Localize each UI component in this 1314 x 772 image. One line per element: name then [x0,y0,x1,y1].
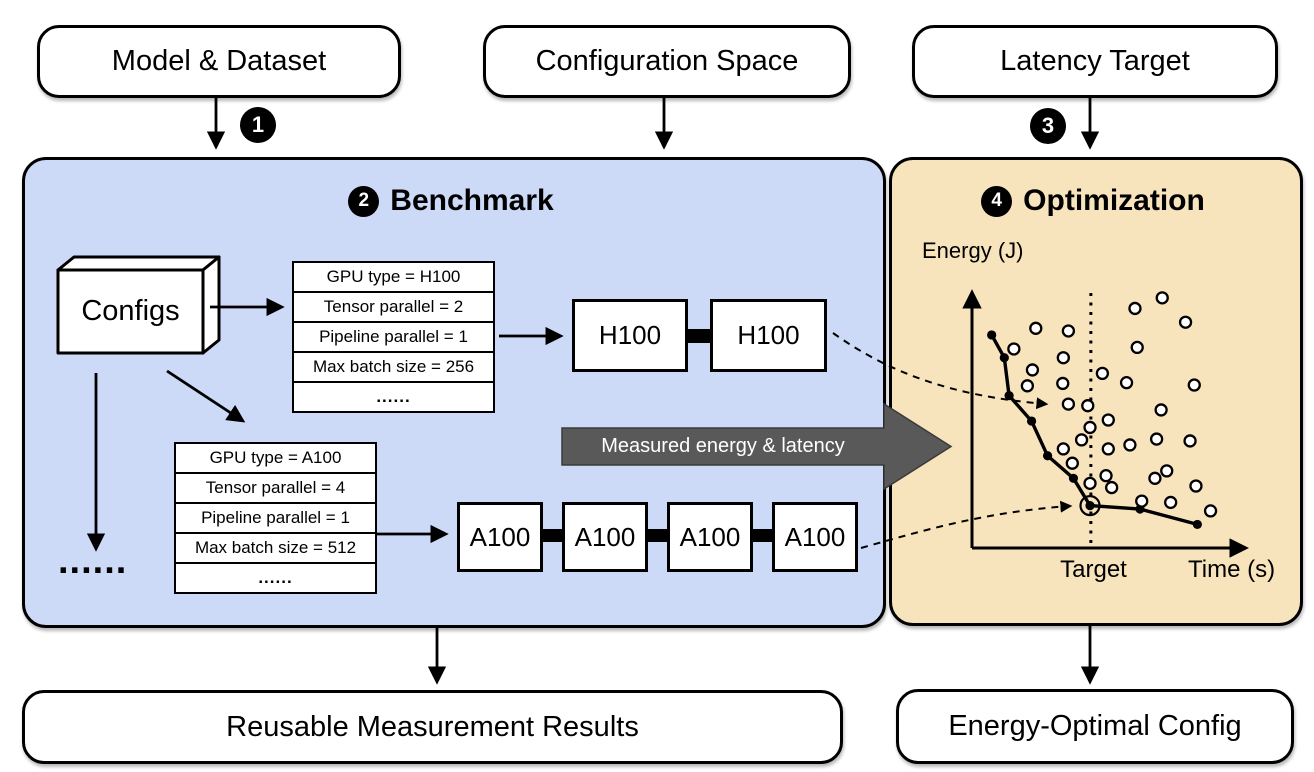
candidate-point [1029,321,1043,335]
step-1-badge: 1 [240,107,276,143]
candidate-point [1123,438,1137,452]
pareto-point [1004,391,1014,401]
input-model-dataset-label: Model & Dataset [111,45,327,77]
energy-optimal-ring [1079,495,1101,517]
input-configuration-space: Configuration Space [483,25,851,98]
output-energy-optimal: Energy-Optimal Config [896,689,1294,764]
candidate-point [1061,324,1076,338]
candidate-point [1056,351,1070,365]
candidate-point [1135,494,1149,508]
step-3-badge: 3 [1030,108,1066,144]
candidate-point [1025,363,1040,377]
pareto-point [987,330,997,340]
gpu-node-h100: H100 [710,299,827,372]
candidate-point [1056,376,1070,391]
input-latency-target-label: Latency Target [1000,45,1190,77]
pareto-point [1085,501,1095,511]
input-latency-target: Latency Target [912,25,1278,98]
a100-config-card: GPU type = A100 Tensor parallel = 4 Pipe… [174,442,377,594]
config-row: Tensor parallel = 2 [294,293,493,323]
node-link [753,529,772,542]
config-row: Pipeline parallel = 1 [294,323,493,353]
config-row: Max batch size = 256 [294,353,493,383]
arrow-configs-to-a100-card [166,369,246,423]
node-link [688,329,710,343]
input-model-dataset: Model & Dataset [37,25,401,98]
candidate-point [1101,413,1115,427]
gpu-node-h100: H100 [572,299,688,372]
pareto-point [1192,519,1202,530]
candidate-point [1101,442,1115,456]
config-row: Max batch size = 512 [176,534,375,564]
optimization-title: 4 Optimization [889,184,1297,218]
candidate-point [1164,495,1178,510]
pareto-point [1026,416,1037,426]
gpu-node-a100: A100 [772,502,858,572]
candidate-point [1081,399,1095,413]
time-axis-label: Time (s) [1188,556,1276,583]
input-configuration-space-label: Configuration Space [535,45,799,77]
config-row: Tensor parallel = 4 [176,474,375,504]
candidate-point [1149,432,1164,446]
candidate-point [1083,476,1097,490]
gpu-node-a100: A100 [457,502,543,572]
output-reusable-results-label: Reusable Measurement Results [226,710,639,743]
candidate-point [1183,434,1197,448]
candidate-point [1056,442,1070,456]
config-row-ellipsis: ...... [176,564,375,592]
candidate-point [1189,479,1203,493]
candidate-point [1083,420,1097,435]
output-energy-optimal-label: Energy-Optimal Config [948,710,1242,742]
candidate-point [1007,342,1021,356]
config-row: GPU type = H100 [294,263,493,293]
pareto-point [999,353,1009,363]
configs-box-top-face [56,255,221,272]
scatter-plot [987,291,1218,545]
pareto-point [1042,451,1053,461]
measured-banner-arrow [561,402,953,491]
pareto-point [1068,473,1079,483]
more-configs-ellipsis: ...... [58,540,128,582]
candidate-point [1187,378,1201,392]
target-label: Target [1060,556,1127,583]
step-4-badge: 4 [981,185,1013,217]
output-reusable-results: Reusable Measurement Results [22,690,843,764]
candidate-point [1154,403,1168,417]
benchmark-title: 2 Benchmark [22,184,880,218]
measured-banner-label: Measured energy & latency [601,435,845,457]
configs-box-front-face [56,268,205,355]
candidate-point [1203,504,1218,518]
candidate-point [1095,366,1110,381]
node-link [543,529,562,542]
candidate-point [1148,471,1162,485]
candidate-point [1065,456,1079,470]
candidate-point [1074,433,1089,447]
candidate-point [1178,315,1193,329]
candidate-point [1105,480,1119,495]
candidate-point [1155,291,1169,305]
gpu-node-a100: A100 [667,502,753,572]
configs-box-side-face [201,255,221,355]
candidate-point [1020,379,1035,393]
candidate-point [1160,464,1174,478]
config-row-ellipsis: ...... [294,383,493,411]
guide-a100-to-optimal [860,500,1073,549]
candidate-point [1061,397,1076,411]
benchmark-title-text: Benchmark [390,184,554,217]
config-row: GPU type = A100 [176,444,375,474]
energy-axis-label: Energy (J) [922,238,1024,263]
candidate-point [1119,375,1134,390]
step-2-badge: 2 [348,185,380,217]
gpu-node-a100: A100 [562,502,648,572]
configs-label: Configs [81,295,180,327]
candidate-point [1130,340,1144,355]
h100-config-card: GPU type = H100 Tensor parallel = 2 Pipe… [292,261,495,413]
config-row: Pipeline parallel = 1 [176,504,375,534]
optimization-title-text: Optimization [1023,184,1205,217]
node-link [648,529,667,542]
candidate-point [1099,469,1113,483]
candidate-point [1128,301,1142,316]
